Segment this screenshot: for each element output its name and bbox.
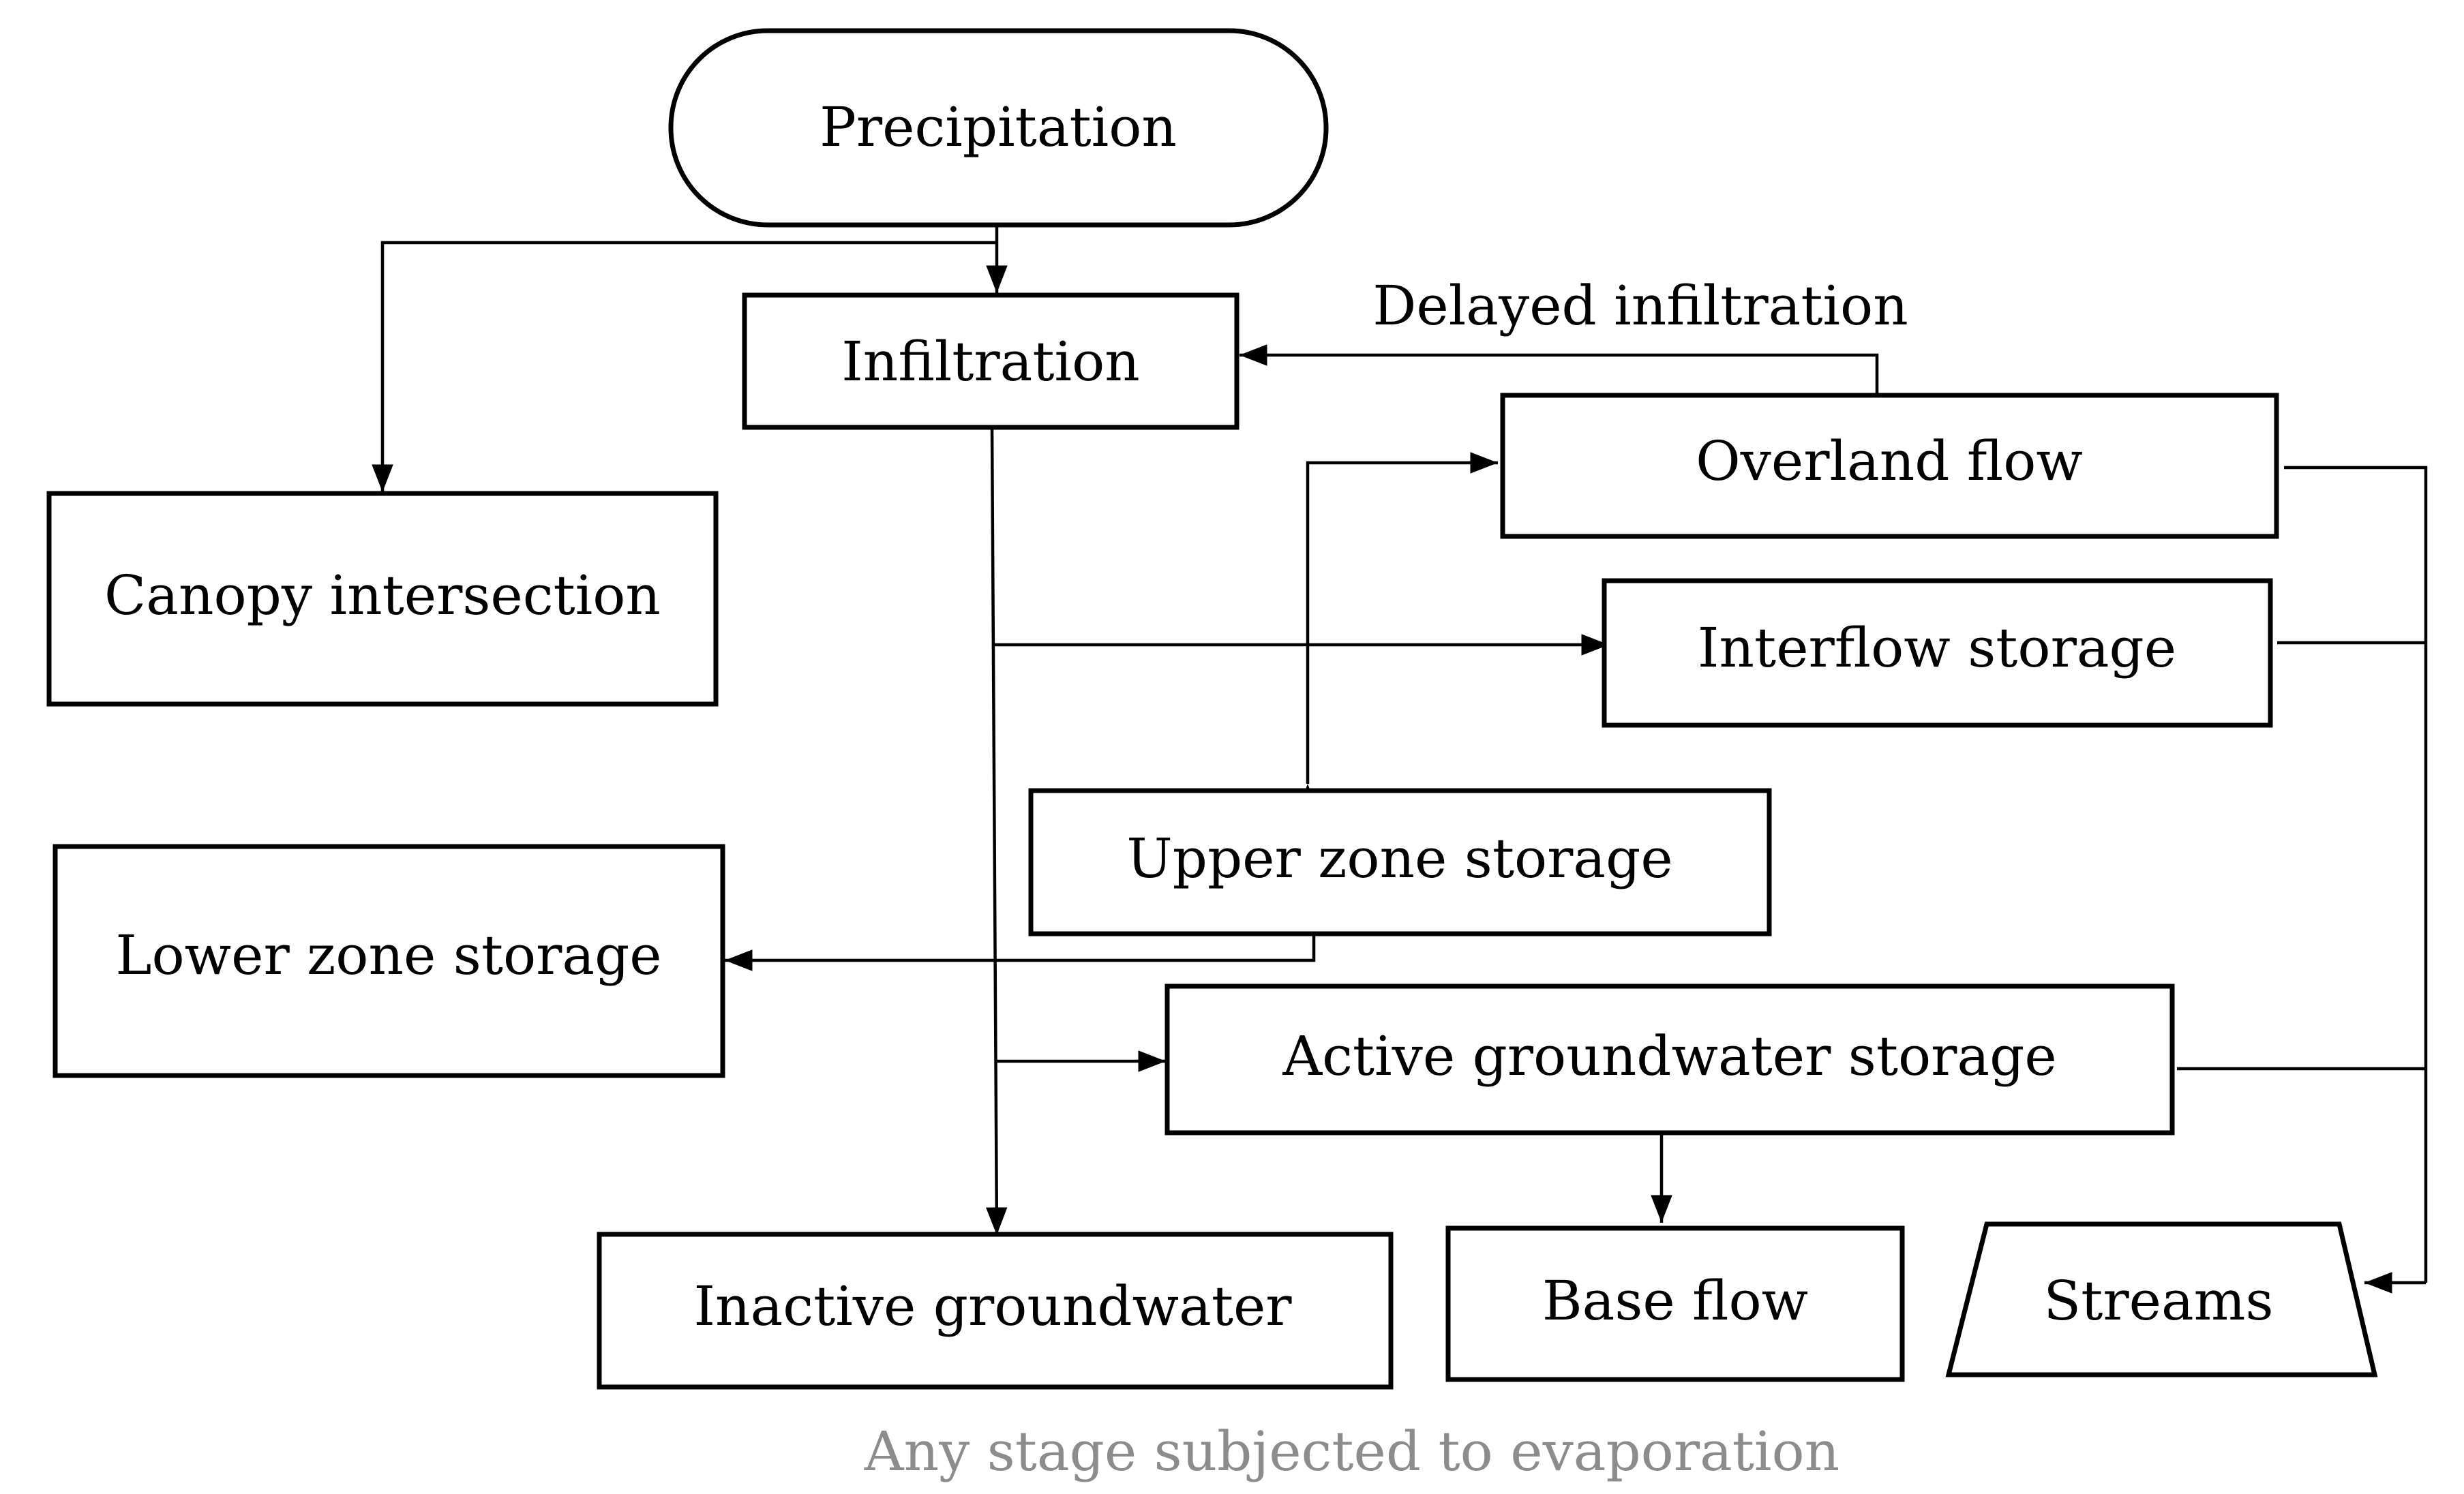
node-lower-zone-storage[interactable]: Lower zone storage: [52, 844, 725, 1078]
edge-precipitation-to-canopy: [372, 241, 997, 492]
active-groundwater-storage-label: Active groundwater storage: [1282, 1024, 2056, 1088]
node-base-flow[interactable]: Base flow: [1445, 1225, 1905, 1382]
streams-shape: [1945, 1221, 2378, 1377]
inactive-groundwater-shape: [597, 1232, 1394, 1390]
edge-overland-to-collector: [2284, 466, 2428, 1283]
canopy-intersection-label: Canopy intersection: [104, 564, 661, 627]
node-overland-flow[interactable]: Overland flow: [1500, 393, 2279, 539]
upper-zone-storage-shape: [1028, 788, 1772, 936]
overland-flow-shape: [1500, 393, 2279, 539]
base-flow-label: Base flow: [1542, 1269, 1808, 1332]
overland-flow-label: Overland flow: [1696, 429, 2083, 493]
infiltration-shape: [742, 292, 1239, 430]
caption: Any stage subjected to evaporation: [864, 1420, 1839, 1483]
node-interflow-storage[interactable]: Interflow storage: [1602, 578, 2273, 728]
edge-infiltration-to-inactive-groundwater: [986, 427, 1008, 1236]
lower-zone-storage-label: Lower zone storage: [115, 924, 661, 987]
edge-delayed-infiltration: [1239, 344, 1879, 397]
lower-zone-storage-shape: [52, 844, 725, 1078]
streams-label: Streams: [2043, 1269, 2273, 1332]
nodes: Precipitation Infiltration Canopy inters…: [46, 28, 2378, 1390]
interflow-storage-shape: [1602, 578, 2273, 728]
upper-zone-storage-label: Upper zone storage: [1126, 827, 1672, 890]
node-precipitation[interactable]: Precipitation: [668, 28, 1329, 228]
precipitation-shape: [668, 28, 1329, 228]
delayed-infiltration-label: Delayed infiltration: [1372, 274, 1908, 337]
precipitation-label: Precipitation: [820, 95, 1177, 159]
base-flow-shape: [1445, 1225, 1905, 1382]
node-canopy-intersection[interactable]: Canopy intersection: [46, 491, 719, 707]
active-groundwater-storage-shape: [1165, 984, 2175, 1135]
edge-upper-zone-to-lower-zone: [725, 934, 1316, 971]
node-streams[interactable]: Streams: [1945, 1221, 2378, 1377]
canopy-intersection-shape: [46, 491, 719, 707]
node-active-groundwater-storage[interactable]: Active groundwater storage: [1165, 984, 2175, 1135]
infiltration-label: Infiltration: [841, 330, 1140, 393]
inactive-groundwater-label: Inactive groundwater: [693, 1275, 1292, 1338]
node-inactive-groundwater[interactable]: Inactive groundwater: [597, 1232, 1394, 1390]
node-upper-zone-storage[interactable]: Upper zone storage: [1028, 788, 1772, 936]
interflow-storage-label: Interflow storage: [1698, 616, 2176, 680]
node-infiltration[interactable]: Infiltration: [742, 292, 1239, 430]
edges: [372, 226, 2428, 1294]
edge-upper-zone-to-overland: [1297, 452, 1498, 812]
